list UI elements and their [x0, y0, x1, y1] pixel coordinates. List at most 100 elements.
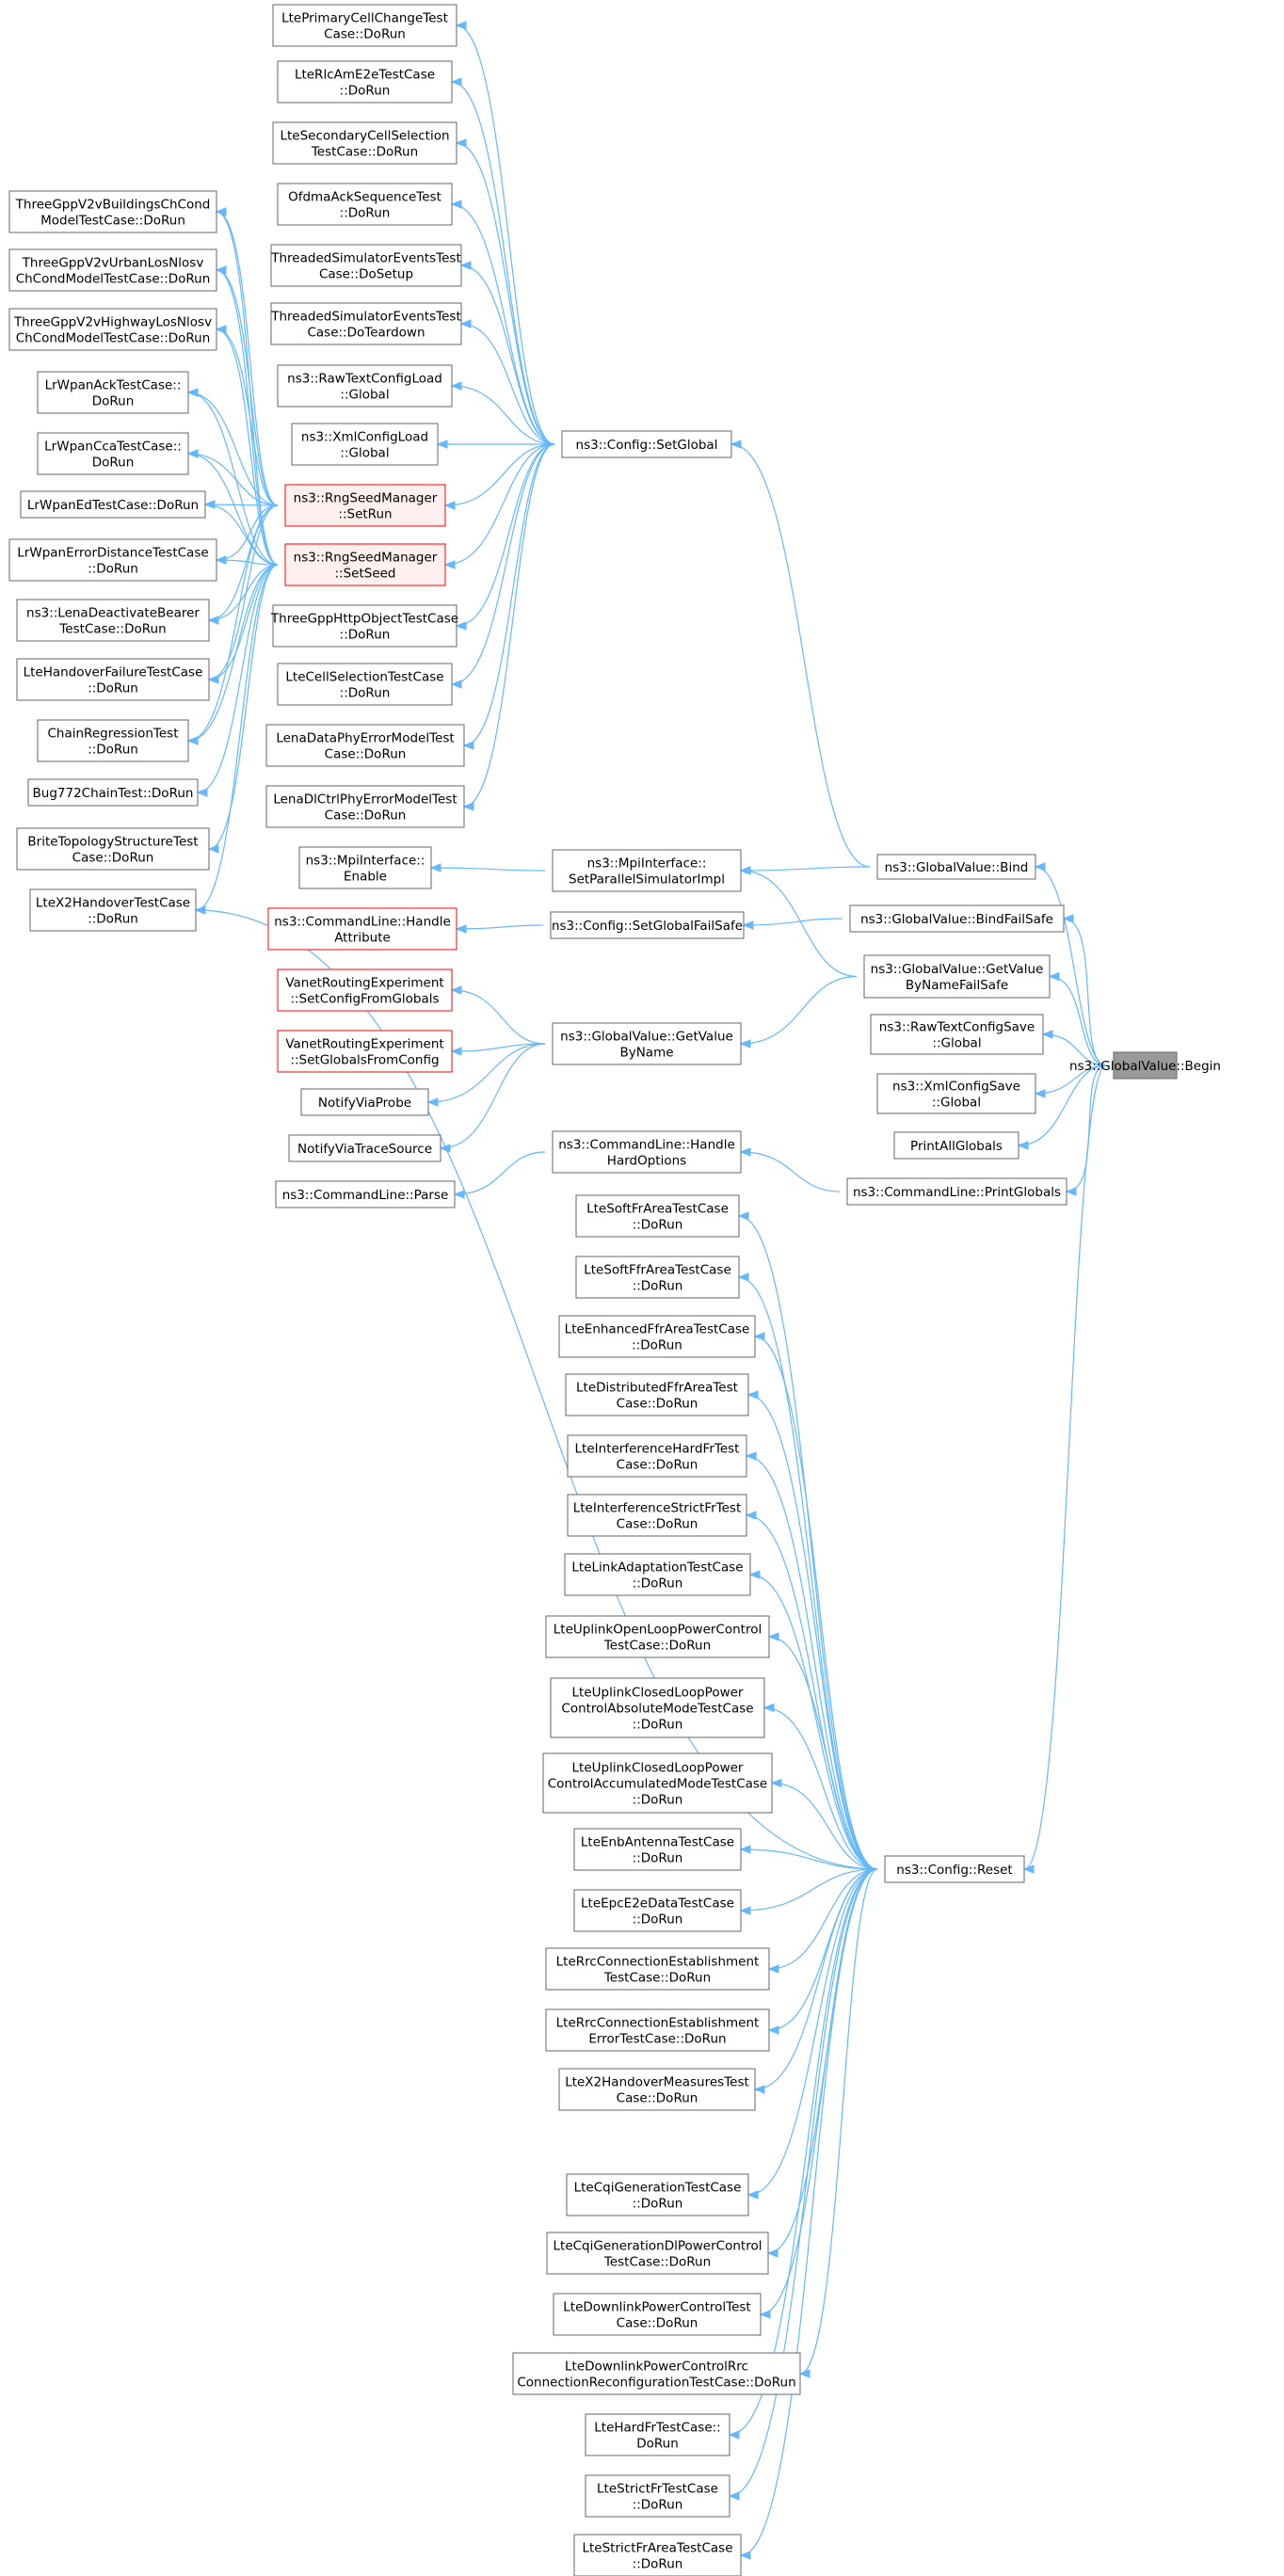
node-enbantenna[interactable]: LteEnbAntennaTestCase::DoRun	[573, 1828, 742, 1871]
node-reset[interactable]: ns3::Config::Reset	[884, 1855, 1025, 1883]
node-enhancedffr[interactable]: LteEnhancedFfrAreaTestCase::DoRun	[558, 1315, 756, 1358]
node-box	[8, 538, 217, 582]
node-setparallel[interactable]: ns3::MpiInterface::SetParallelSimulatorI…	[552, 849, 742, 892]
edge-line	[746, 1514, 878, 1870]
node-cqigen[interactable]: LteCqiGenerationTestCase::DoRun	[566, 2173, 749, 2216]
node-ltecellselection[interactable]: LteCellSelectionTestCase::DoRun	[277, 663, 453, 706]
node-rawtextsave[interactable]: ns3::RawTextConfigSave::Global	[870, 1014, 1044, 1055]
node-cqigendl[interactable]: LteCqiGenerationDlPowerControlTestCase::…	[546, 2232, 769, 2275]
call-edge-lenadlctrl-to-setglobal	[462, 443, 555, 811]
node-hardfr[interactable]: LteHardFrTestCase::DoRun	[585, 2413, 730, 2456]
node-label-line: ByName	[619, 1046, 673, 1061]
node-vanetsetglobals[interactable]: VanetRoutingExperiment::SetGlobalsFromCo…	[277, 1030, 453, 1073]
node-vanetsetconfig[interactable]: VanetRoutingExperiment::SetConfigFromGlo…	[277, 968, 453, 1012]
node-lrwpanerror[interactable]: LrWpanErrorDistanceTestCase::DoRun	[8, 538, 217, 582]
node-label-line: LteDistributedFfrAreaTest	[576, 1381, 738, 1396]
node-handoverfailure[interactable]: LteHandoverFailureTestCase::DoRun	[16, 658, 210, 701]
node-v2vurban[interactable]: ThreeGppV2vUrbanLosNlosvChCondModelTestC…	[8, 248, 217, 292]
node-threegpphttp[interactable]: ThreeGppHttpObjectTestCase::DoRun	[270, 604, 458, 648]
node-printglobals[interactable]: ns3::CommandLine::PrintGlobals	[846, 1177, 1067, 1206]
node-uplinkopen[interactable]: LteUplinkOpenLoopPowerControlTestCase::D…	[545, 1615, 770, 1658]
edge-line	[456, 924, 544, 930]
node-strictfr[interactable]: LteStrictFrTestCase::DoRun	[585, 2474, 730, 2518]
node-v2vbuildings[interactable]: ThreeGppV2vBuildingsChCondModelTestCase:…	[8, 190, 217, 233]
edge-line	[1018, 1064, 1107, 1146]
node-lrwpancca[interactable]: LrWpanCcaTestCase::DoRun	[37, 432, 189, 475]
call-edge-cqigendl-to-reset	[766, 1868, 878, 2258]
node-downlinkrrc[interactable]: LteDownlinkPowerControlRrcConnectionReco…	[512, 2352, 801, 2395]
node-uplinkclosedacc[interactable]: LteUplinkClosedLoopPowerControlAccumulat…	[542, 1752, 773, 1814]
node-rrcconnerror[interactable]: LteRrcConnectionEstablishmentErrorTestCa…	[545, 2008, 770, 2052]
edge-arrowhead	[207, 616, 219, 625]
call-edge-bug772-to-setseed	[196, 564, 279, 797]
node-xmlsave[interactable]: ns3::XmlConfigSave::Global	[876, 1073, 1036, 1114]
node-uplinkclosedabs[interactable]: LteUplinkClosedLoopPowerControlAbsoluteM…	[550, 1677, 765, 1738]
node-chainregression[interactable]: ChainRegressionTest::DoRun	[37, 719, 189, 762]
call-edge-rrcconnerror-to-reset	[767, 1868, 878, 2035]
edge-arrowhead	[453, 1190, 465, 1199]
edge-arrowhead	[443, 501, 456, 510]
node-box	[300, 1088, 429, 1116]
node-box	[277, 663, 453, 706]
node-xmlload[interactable]: ns3::XmlConfigLoad::Global	[291, 423, 439, 466]
node-box	[270, 244, 462, 287]
node-epce2edata[interactable]: LteEpcE2eDataTestCase::DoRun	[573, 1889, 742, 1932]
call-edge-setglobalfailsafe-to-bindfailsafe	[742, 918, 843, 930]
node-lrwpaned[interactable]: LrWpanEdTestCase::DoRun	[20, 490, 206, 519]
node-label-line: Bug772ChainTest::DoRun	[33, 786, 194, 801]
node-cmdparse[interactable]: ns3::CommandLine::Parse	[275, 1180, 456, 1208]
node-threadedteardown[interactable]: ThreadedSimulatorEventsTestCase::DoTeard…	[270, 302, 462, 345]
node-rrcconn[interactable]: LteRrcConnectionEstablishmentTestCase::D…	[545, 1947, 770, 1991]
node-notifyviaprobe[interactable]: NotifyViaProbe	[300, 1088, 429, 1116]
node-box	[566, 2173, 749, 2216]
node-begin[interactable]: ns3::GlobalValue::Begin	[1069, 1051, 1221, 1080]
node-lrwpanack[interactable]: LrWpanAckTestCase::DoRun	[37, 371, 189, 414]
edge-line	[216, 211, 279, 506]
node-notifyviatrace[interactable]: NotifyViaTraceSource	[288, 1134, 441, 1162]
function-nodes: ns3::GlobalValue::Begin ns3::GlobalValue:…	[8, 4, 1221, 2576]
edge-line	[451, 81, 555, 445]
node-label-line: ns3::XmlConfigSave	[892, 1080, 1020, 1095]
node-ltex2handover[interactable]: LteX2HandoverTestCase::DoRun	[29, 888, 197, 932]
node-printallglobals[interactable]: PrintAllGlobals	[893, 1131, 1019, 1160]
edge-arrowhead	[215, 265, 227, 275]
node-bug772[interactable]: Bug772ChainTest::DoRun	[27, 778, 199, 807]
node-setseed[interactable]: ns3::RngSeedManager::SetSeed	[284, 543, 446, 586]
node-mpienable[interactable]: ns3::MpiInterface::Enable	[298, 846, 432, 889]
node-linkadaptation[interactable]: LteLinkAdaptationTestCase::DoRun	[564, 1553, 751, 1596]
call-edge-uplinkclosedabs-to-reset	[762, 1703, 878, 1870]
node-ofdmaack[interactable]: OfdmaAckSequenceTest::DoRun	[277, 183, 453, 226]
node-setrun[interactable]: ns3::RngSeedManager::SetRun	[284, 484, 446, 527]
node-label-line: Case::DoRun	[617, 1397, 698, 1412]
node-softffrarea[interactable]: LteSoftFfrAreaTestCase::DoRun	[575, 1256, 740, 1299]
node-setglobalfailsafe[interactable]: ns3::Config::SetGlobalFailSafe	[550, 911, 745, 939]
node-bindfailsafe[interactable]: ns3::GlobalValue::BindFailSafe	[849, 904, 1065, 933]
node-softfrarea[interactable]: LteSoftFrAreaTestCase::DoRun	[575, 1194, 740, 1238]
node-strictfrarea[interactable]: LteStrictFrAreaTestCase::DoRun	[573, 2534, 742, 2576]
edge-line	[187, 392, 279, 506]
node-setglobal[interactable]: ns3::Config::SetGlobal	[561, 430, 732, 458]
edge-line	[740, 975, 858, 1045]
node-box	[512, 2352, 801, 2395]
node-label-line: VanetRoutingExperiment	[285, 1037, 443, 1052]
node-rawtextload[interactable]: ns3::RawTextConfigLoad::Global	[277, 364, 453, 408]
node-v2vhighway[interactable]: ThreeGppV2vHighwayLosNlosvChCondModelTes…	[8, 308, 217, 351]
node-rlcame2e[interactable]: LteRlcAmE2eTestCase::DoRun	[277, 60, 453, 104]
node-bind[interactable]: ns3::GlobalValue::Bind	[876, 854, 1036, 880]
